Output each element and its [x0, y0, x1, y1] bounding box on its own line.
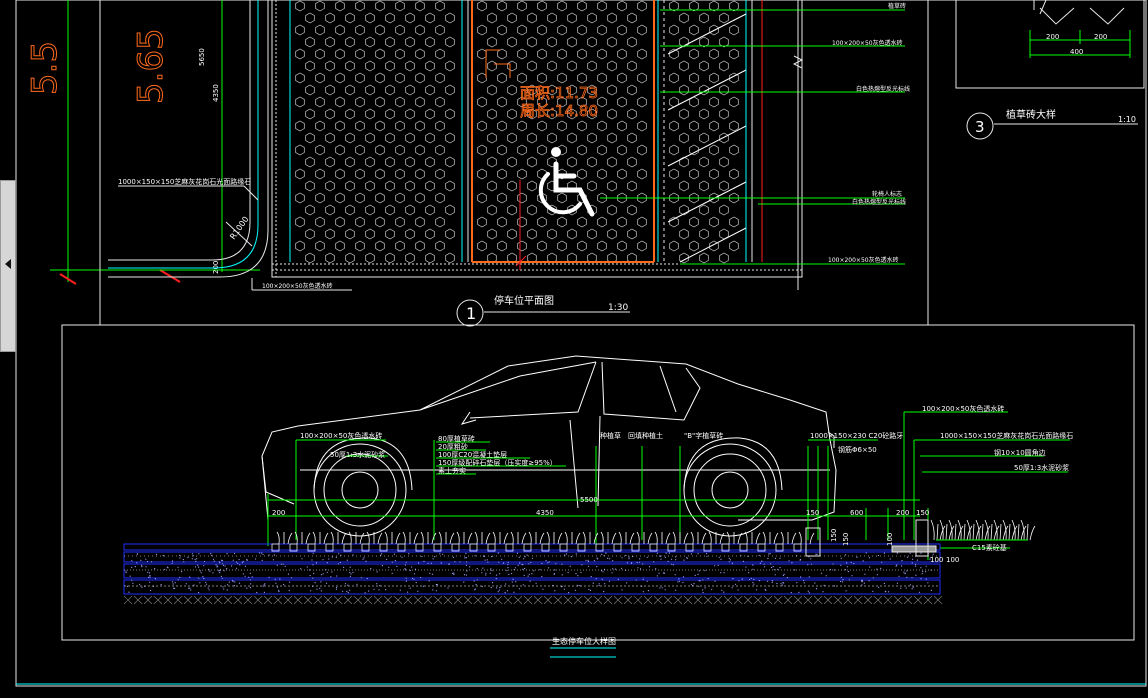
drawing-border: [15, 0, 1147, 687]
detail3-dim-total: 400: [1070, 48, 1083, 56]
section-dim-bottom-1: 100: [946, 556, 959, 564]
plan-callout-4: 白色热熔型反光标线: [852, 198, 906, 206]
plan-note-curb: 1000×150×150芝麻灰花岗石光面路缘石: [118, 177, 251, 186]
plan-area-label: 面积:11.73: [520, 84, 598, 102]
plan-callouts: [600, 0, 905, 290]
curb-corner: [108, 0, 259, 269]
section-dim-top-3: 600: [850, 509, 863, 517]
section-dim-overall: 5500: [580, 496, 598, 504]
plan-callout-3: 轮椅人标志: [872, 190, 902, 198]
plan-radius-label: R1000: [228, 215, 250, 241]
detail3-number: 3: [975, 118, 985, 136]
section-dim-top-0: 200: [272, 509, 285, 517]
paver-detail: 200 200 400 3 植草砖大样 1:10: [955, 0, 1145, 140]
plan-callout-0: 植草砖: [888, 2, 906, 10]
detail3-scale: 1:10: [1118, 115, 1136, 124]
section-label-curb-size: 1000×150×230 C20砼路牙: [810, 431, 903, 440]
section-label-c15: C15素砼基: [972, 543, 1007, 552]
plan-callout-5: 100×200×50灰色透水砖: [828, 256, 899, 264]
section-layer-2: 100厚C20混凝土垫层: [438, 450, 507, 459]
section-dim-bottom-0: 100: [930, 556, 943, 564]
plan-title-number: 1: [466, 304, 476, 323]
plan-perimeter-label: 周长:14.80: [520, 102, 598, 120]
section-layer-1: 20厚粗砂: [438, 442, 468, 451]
ground-layers: [123, 519, 1036, 605]
section-view: 100×200×50灰色透水砖 50厚1:3水泥砂浆 80厚植草砖 20厚粗砂 …: [61, 324, 1135, 658]
section-right-label-1: 1000×150×150芝麻灰花岗石光面路缘石: [940, 431, 1073, 440]
collapse-arrow-icon[interactable]: [5, 259, 11, 269]
section-label-grass: 种植草: [600, 431, 621, 440]
section-layer-0: 80厚植草砖: [438, 434, 475, 443]
section-dim-top-5: 150: [916, 509, 929, 517]
plan-dim-large-1: 5.5: [25, 41, 65, 95]
detail3-number-circle: [966, 112, 994, 140]
plan-callout-1: 100×200×50灰色透水砖: [832, 39, 903, 47]
detail3-title: 植草砖大样: [1006, 108, 1056, 121]
grass-paver-pattern: [295, 0, 739, 264]
plan-dim-5650: 5650: [198, 48, 206, 66]
section-title: 生态停车位大样图: [552, 636, 616, 646]
section-label-soil: 回填种植土: [628, 431, 663, 440]
plan-dim-200: 200: [212, 261, 220, 274]
plan-title-number-circle: [456, 299, 484, 327]
section-dim-side-0: 150: [830, 529, 838, 542]
plan-dim-4350: 4350: [212, 84, 220, 102]
section-layer-3: 150厚级配碎石垫层（压实度≥95%）: [438, 458, 557, 467]
section-label-b: "B"字植草砖: [684, 431, 723, 440]
section-right-label-3: 50厚1:3水泥砂浆: [1014, 463, 1069, 472]
section-label-rebar: 钢筋Φ6×50: [838, 445, 877, 454]
access-aisle-hatch: [667, 13, 747, 263]
section-dim-top-4: 200: [896, 509, 909, 517]
detail3-dim-b: 200: [1094, 33, 1107, 41]
paving-area: [271, 0, 803, 278]
section-right-label-0: 100×200×50灰色透水砖: [922, 404, 1004, 413]
section-layer-4: 素土夯实: [438, 466, 466, 475]
car-outline: [261, 355, 837, 537]
section-right-label-2: 钢10×10圆角边: [994, 448, 1046, 457]
plan-view: 5.5 5.65 5650 4350 200 R1000 1000×150×15…: [25, 0, 929, 327]
section-label-left-1: 50厚1:3水泥砂浆: [330, 450, 385, 459]
concrete-curb: [805, 527, 821, 557]
plan-callout-2: 白色热熔型反光标线: [856, 85, 910, 93]
section-dim-side-1: 150: [842, 533, 850, 546]
section-frame: [61, 324, 1135, 641]
section-dim-top-1: 4350: [536, 509, 554, 517]
plan-title: 停车位平面图: [494, 294, 554, 307]
wheelchair-icon: [538, 147, 595, 217]
section-dim-side-2: 100: [886, 533, 894, 546]
detail3-dim-a: 200: [1046, 33, 1059, 41]
side-panel-tab[interactable]: [0, 180, 16, 352]
plan-scale: 1:30: [608, 303, 628, 313]
plan-dim-large-2: 5.65: [131, 28, 171, 104]
plan-note-brick: 100×200×50灰色透水砖: [262, 282, 333, 290]
section-label-left-0: 100×200×50灰色透水砖: [300, 431, 382, 440]
section-dim-top-2: 150: [806, 509, 819, 517]
